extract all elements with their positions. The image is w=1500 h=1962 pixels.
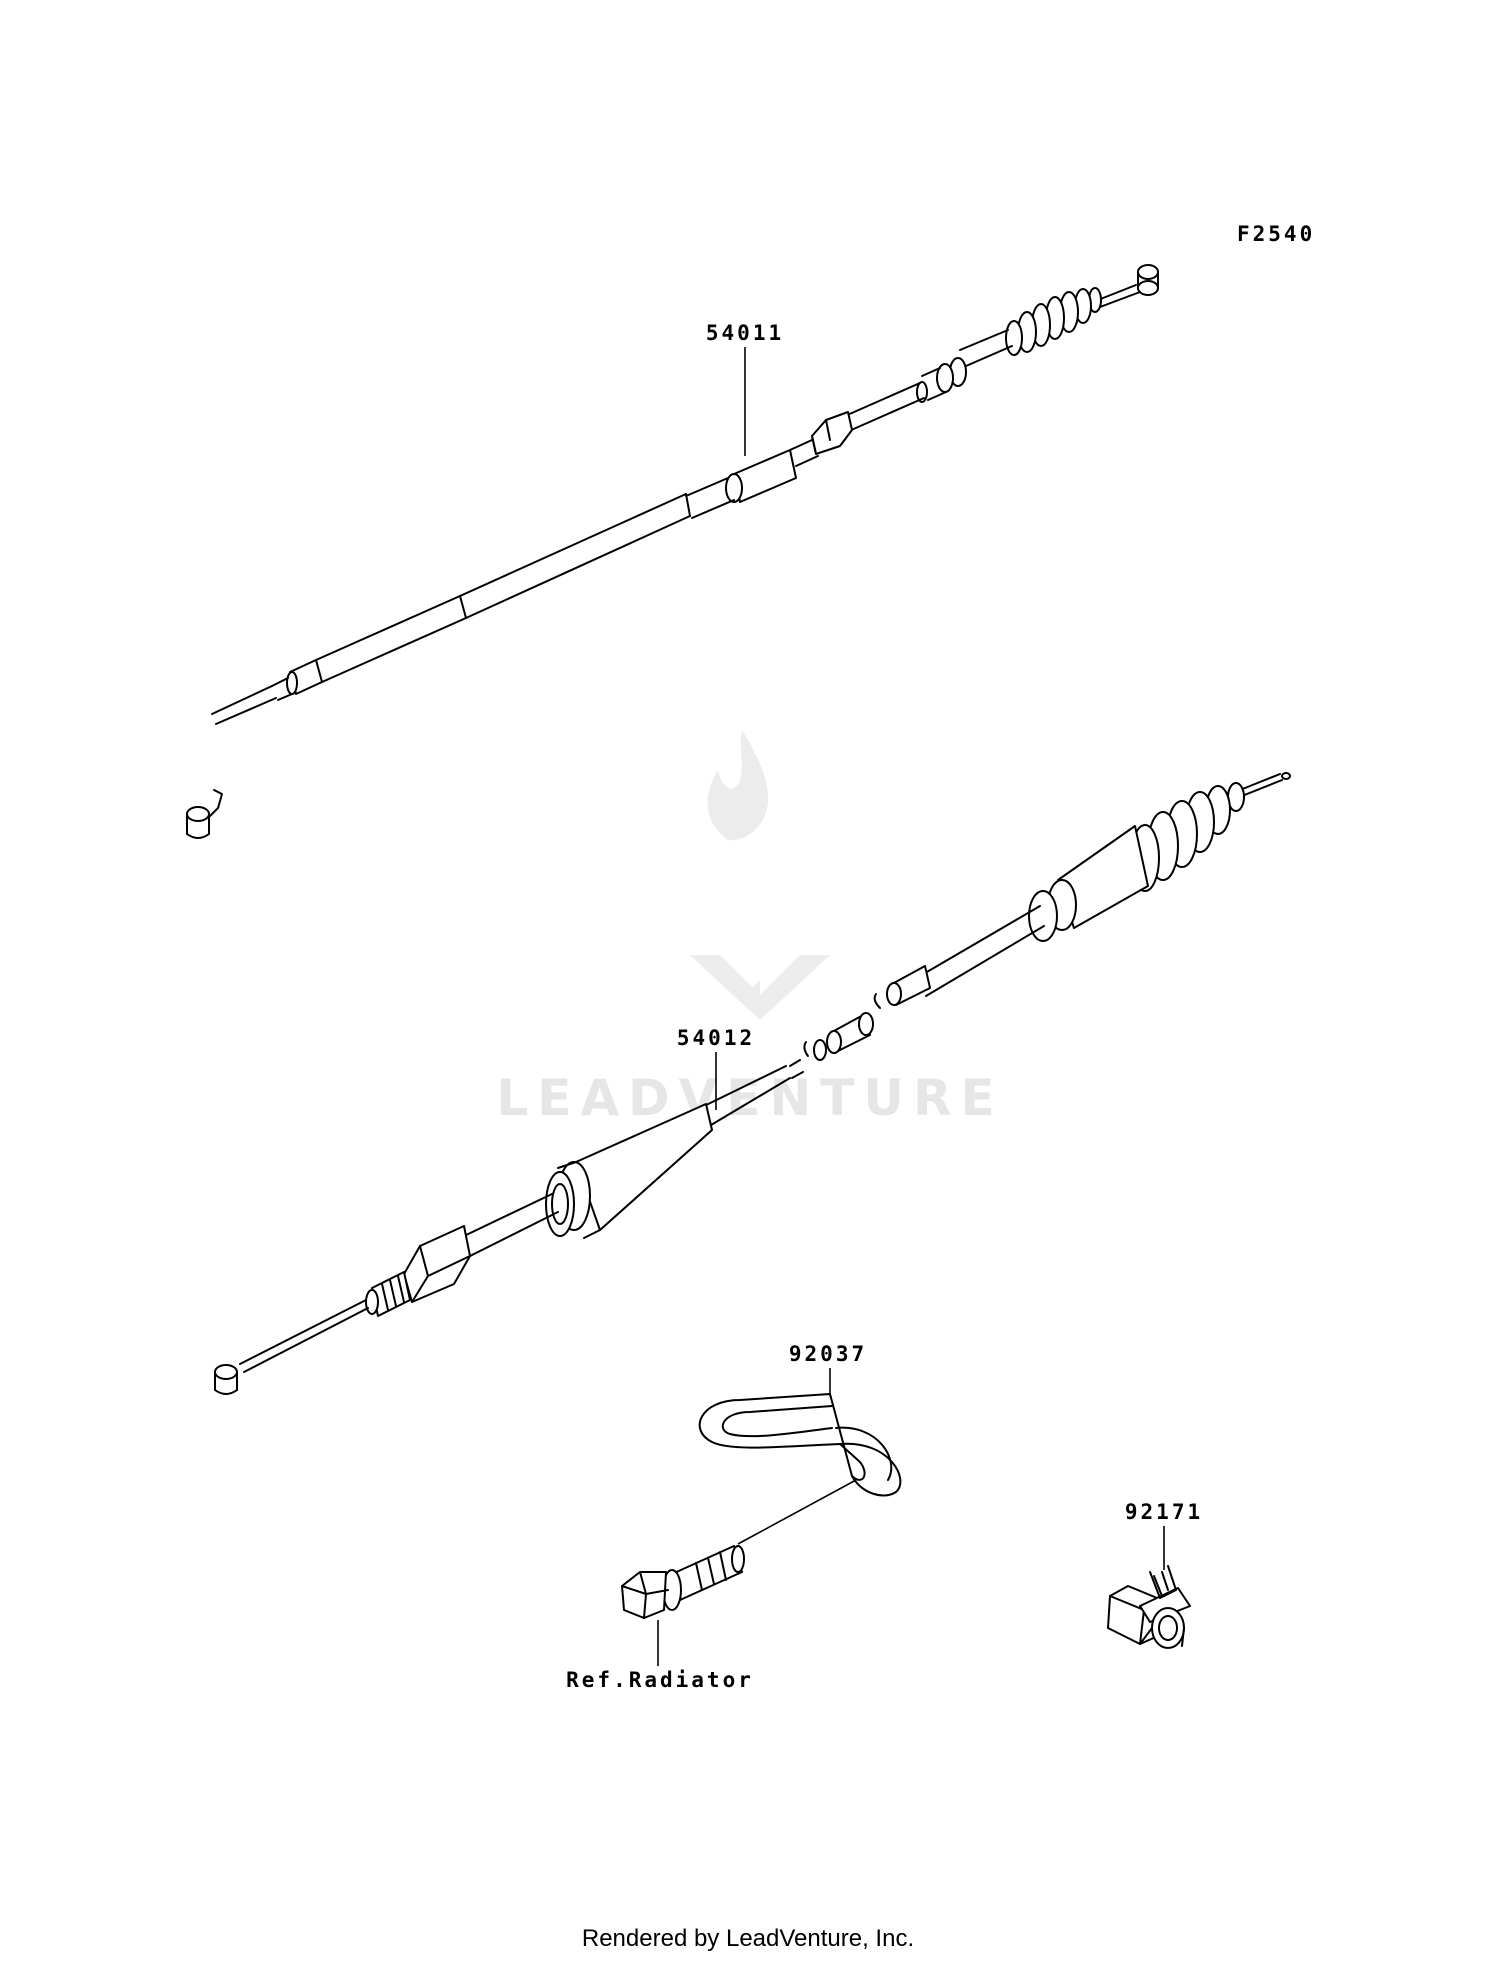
reference-label[interactable]: Ref.Radiator (566, 1668, 754, 1692)
bolt-ref-radiator[interactable] (621, 1545, 745, 1619)
watermark: LEADVENTURE (496, 730, 1003, 1127)
clamp-92037[interactable] (698, 1393, 902, 1497)
part-label-92171[interactable]: 92171 (1125, 1500, 1203, 1524)
watermark-text: LEADVENTURE (496, 1069, 1003, 1127)
watermark-flame-icon (690, 730, 830, 1020)
cable-54011[interactable] (186, 264, 1159, 839)
figure-code: F2540 (1237, 222, 1315, 246)
part-label-54012[interactable]: 54012 (677, 1026, 755, 1050)
footer-credit: Rendered by LeadVenture, Inc. (582, 1925, 914, 1952)
assembly-line (737, 1479, 857, 1545)
cable-54012[interactable] (214, 772, 1291, 1395)
part-label-54011[interactable]: 54011 (706, 321, 784, 345)
clip-92171[interactable] (1107, 1565, 1191, 1649)
part-label-92037[interactable]: 92037 (789, 1342, 867, 1366)
